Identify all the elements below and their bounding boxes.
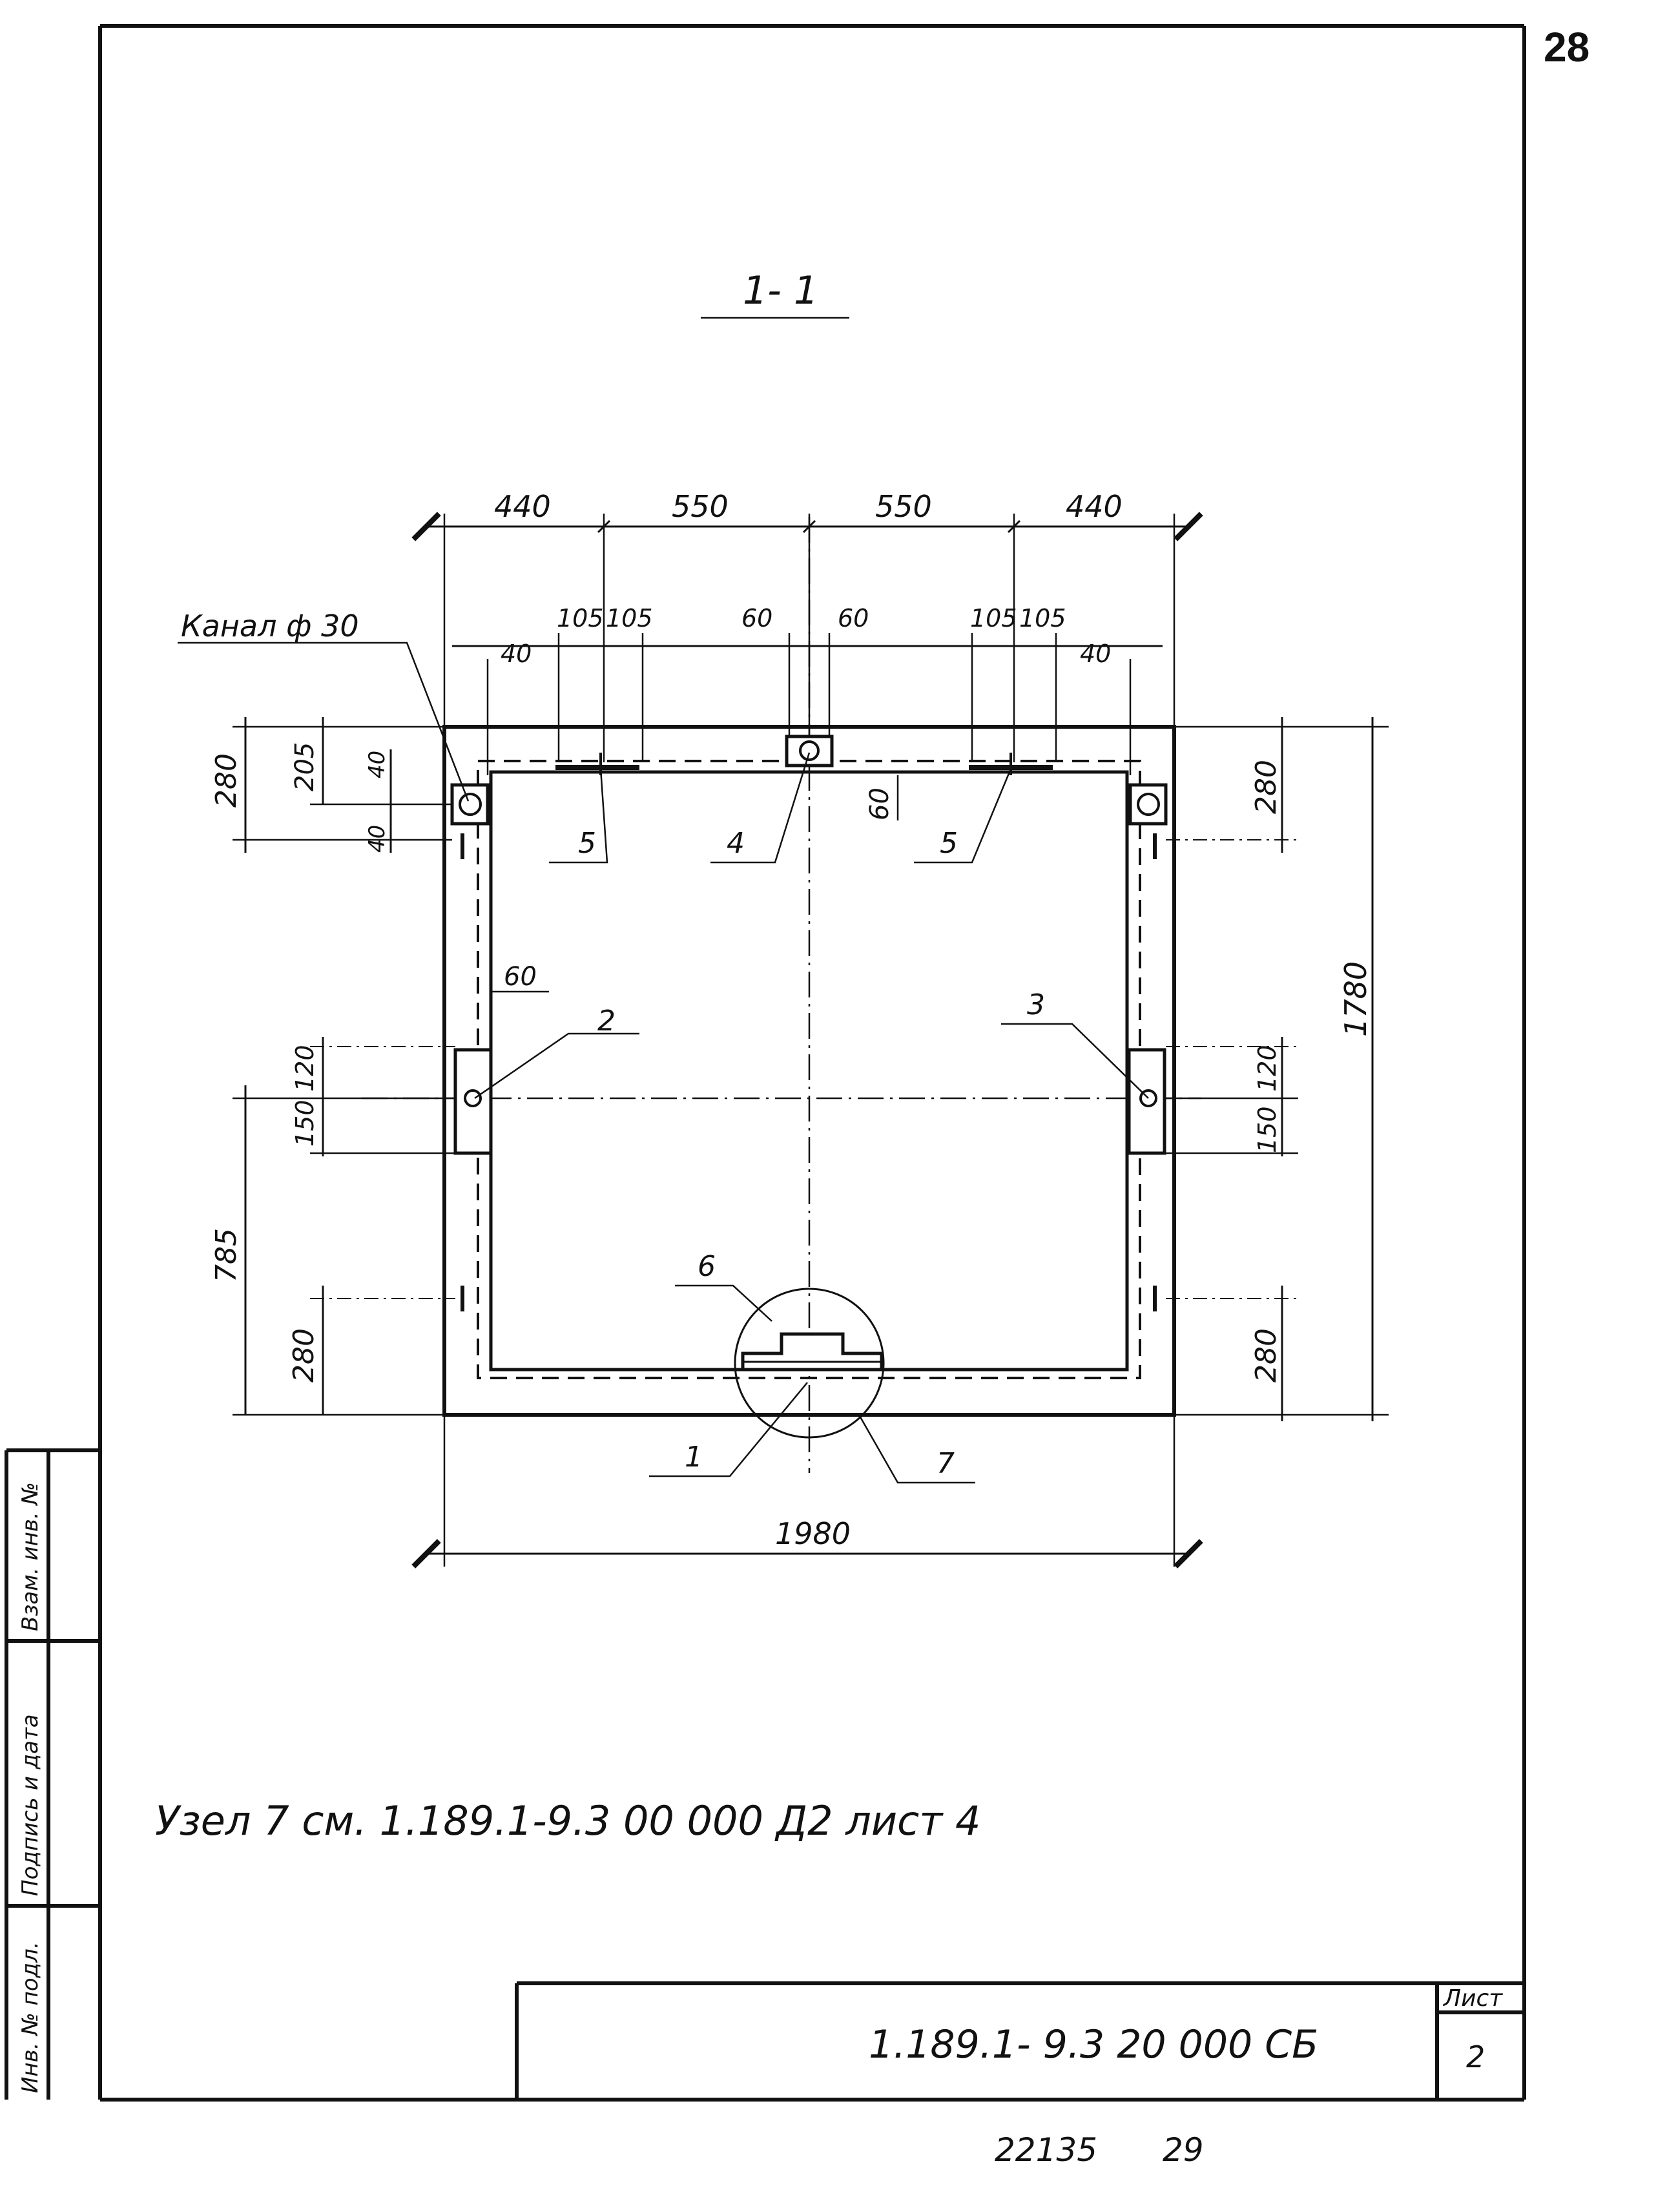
channel-callout: Канал ф 30 [178, 609, 470, 802]
stamp-signature-date: Подпись и дата [17, 1714, 43, 1896]
node-note: Узел 7 см. 1.189.1-9.3 00 000 Д2 лист 4 [155, 1797, 981, 1844]
callouts: 1 2 3 4 5 5 6 7 [474, 752, 1149, 1484]
section-label: 1- 1 [743, 268, 818, 313]
doc-designation: 1.189.1- 9.3 20 000 СБ [869, 2022, 1318, 2067]
sheet-label: Лист [1442, 1985, 1503, 2012]
dim-left-205: 205 [290, 742, 320, 791]
callout-3: 3 [1027, 988, 1045, 1021]
dim-40-left: 40 [501, 640, 532, 668]
left-dimensions: 280 205 40 40 120 150 785 280 60 [210, 717, 549, 1416]
callout-4: 4 [727, 827, 745, 860]
callout-5-left: 5 [578, 827, 596, 860]
callout-5-right: 5 [940, 827, 958, 860]
dim-right-1780: 1780 [1338, 961, 1373, 1037]
footer: 22135 29 [995, 2131, 1204, 2169]
sheet-frame [98, 24, 1526, 2102]
right-dimensions: 280 1780 120 150 280 60 [865, 717, 1389, 1421]
stamp-replace-inv: Взам. инв. № [17, 1482, 43, 1631]
top-dimensions: 440 550 550 440 105 105 60 60 105 105 40… [411, 489, 1203, 775]
dim-left-40-b: 40 [364, 825, 390, 853]
dim-105-c: 105 [970, 604, 1017, 632]
dim-inner-60: 60 [865, 788, 895, 820]
dim-right-120: 120 [1253, 1045, 1281, 1092]
side-stamp: Инв. № подл. Подпись и дата Взам. инв. № [5, 1448, 100, 2100]
page-number: 28 [1544, 24, 1589, 70]
footer-code: 22135 [995, 2131, 1097, 2169]
footer-number: 29 [1163, 2131, 1204, 2169]
dim-top-4: 440 [1066, 489, 1123, 524]
title-block: 1.189.1- 9.3 20 000 СБ Лист 2 [515, 1981, 1524, 2100]
callout-6: 6 [698, 1250, 716, 1283]
dim-top-2: 550 [672, 489, 729, 524]
callout-1: 1 [685, 1441, 703, 1474]
dim-bottom-1980: 1980 [775, 1516, 851, 1551]
dim-left-280-b: 280 [287, 1328, 320, 1382]
callout-2: 2 [597, 1005, 616, 1038]
dim-right-280: 280 [1250, 760, 1283, 814]
dim-right-150: 150 [1253, 1106, 1281, 1153]
dim-105-a: 105 [557, 604, 604, 632]
dim-105-b: 105 [606, 604, 653, 632]
section-title: 1- 1 [701, 268, 849, 319]
dim-left-280: 280 [210, 753, 243, 808]
dim-40-right: 40 [1080, 640, 1111, 668]
stamp-inv-number: Инв. № подл. [17, 1941, 43, 2093]
dim-left-150: 150 [291, 1100, 319, 1147]
sheet-number: 2 [1466, 2040, 1485, 2074]
dim-left-60: 60 [504, 962, 537, 992]
channel-label: Канал ф 30 [181, 609, 359, 643]
dim-left-120: 120 [291, 1045, 319, 1092]
dim-60-b: 60 [838, 604, 869, 632]
dim-105-d: 105 [1019, 604, 1066, 632]
dim-top-3: 550 [875, 489, 932, 524]
dim-left-785: 785 [210, 1228, 243, 1282]
dim-top-1: 440 [494, 489, 551, 524]
dim-right-280-b: 280 [1250, 1328, 1283, 1382]
dim-60-a: 60 [741, 604, 772, 632]
callout-7: 7 [937, 1447, 955, 1480]
bottom-dimension: 1980 [411, 1415, 1203, 1569]
dim-left-40-a: 40 [364, 751, 390, 778]
